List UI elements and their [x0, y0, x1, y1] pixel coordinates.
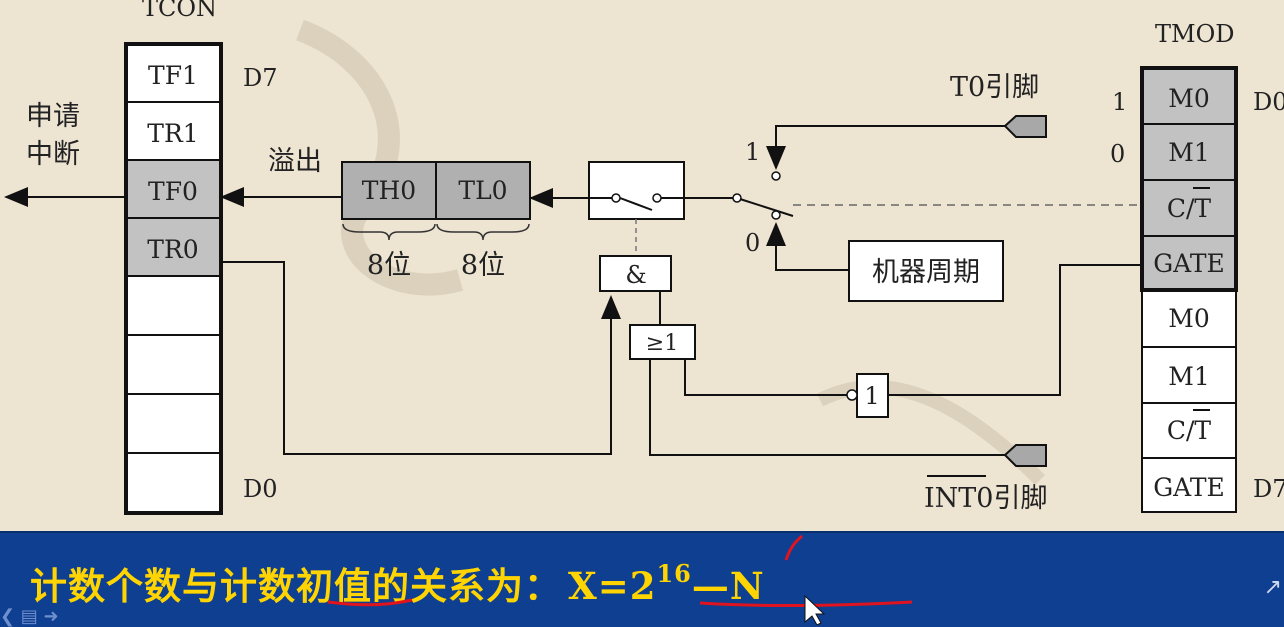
selector-blade: [739, 198, 794, 217]
tl0-bits: 8位: [461, 250, 505, 281]
tcon-label-tf1: TF1: [148, 61, 198, 90]
tl0-brace: [436, 223, 530, 241]
machine-cycle-box: [848, 240, 1004, 302]
tcon-title: TCON: [142, 0, 217, 22]
th0-brace: [342, 223, 436, 241]
tcon-d7-label: D7: [243, 64, 278, 92]
int0-pin-wire: [649, 359, 1005, 456]
tmod-label-m0: M0: [1168, 84, 1210, 113]
t0-pin-connector: [1003, 115, 1047, 138]
or-gate: [629, 324, 696, 360]
corner-glyph: ↗: [1263, 575, 1282, 600]
tmod-timer0-outline: [1140, 66, 1238, 292]
switch-contact-left: [611, 193, 621, 203]
tmod-title: TMOD: [1155, 20, 1235, 48]
tmod-cell-ct-low: [1141, 402, 1237, 459]
tmod-label-m1-low: M1: [1168, 362, 1210, 391]
or-gate-label: ≥1: [646, 331, 678, 356]
formula-text: 计数个数与计数初值的关系为：X=216—N: [30, 556, 765, 610]
tcon-d0-label: D0: [243, 475, 278, 503]
selector-label-0: 0: [745, 229, 760, 257]
tcon-cell-6: [125, 334, 222, 395]
selector-pivot: [732, 193, 742, 203]
switch-contact-right: [652, 193, 662, 203]
tmod-register: M0 M1 C/T GATE M0 M1 C/T GATE: [1140, 66, 1238, 513]
tr0-to-and-wire: [222, 261, 621, 455]
not-gate-bubble: [846, 389, 858, 401]
tmod-label-ct: C/T: [1167, 194, 1212, 223]
formula-rest: —N: [691, 564, 765, 608]
tmod-label-m0-low: M0: [1168, 304, 1210, 333]
tmod-cell-m0-high: [1141, 67, 1237, 125]
machine-cycle-wire: [766, 222, 849, 271]
formula-exponent: 16: [656, 558, 692, 588]
tmod-label-ct-low: C/T: [1167, 416, 1212, 445]
th0-bits: 8位: [367, 250, 411, 281]
tmod-m0-value: 1: [1112, 88, 1127, 116]
not-gate-label: 1: [864, 382, 879, 410]
tmod-label-gate: GATE: [1153, 249, 1225, 278]
tcon-label-tr1: TR1: [147, 119, 198, 148]
tcon-cell-tf1: [125, 43, 222, 103]
tmod-cell-gate-low: [1141, 457, 1237, 513]
tmod-label-gate-low: GATE: [1153, 473, 1225, 502]
overflow-label: 溢出: [268, 146, 322, 177]
gate-bit-wire: [888, 264, 1140, 396]
slide-nav-icons[interactable]: ❮ ▤ ➜: [0, 606, 59, 627]
selector-contact-1: [771, 171, 781, 181]
tl0-register: [435, 161, 531, 220]
tmod-cell-m0-low: [1141, 289, 1237, 348]
machine-cycle-label: 机器周期: [872, 257, 980, 288]
selector-contact-0: [771, 210, 781, 220]
not-to-or-wire: [684, 359, 847, 396]
switch-blade: [619, 197, 653, 211]
tmod-d0-label: D0: [1253, 88, 1284, 116]
tl0-label: TL0: [458, 176, 507, 205]
int0-pin-connector: [1003, 444, 1047, 467]
and-gate-label: &: [625, 261, 646, 289]
tcon-label-tr0: TR0: [147, 235, 198, 264]
tcon-register: TF1 TR1 TF0 TR0: [124, 42, 223, 515]
selector-label-1: 1: [745, 138, 760, 166]
formula-description: 计数个数与计数初值的关系为：: [30, 564, 562, 608]
interrupt-request-line2: 中断: [26, 139, 80, 170]
tcon-cell-8: [125, 452, 222, 514]
t0-pin-label: T0引脚: [950, 72, 1039, 103]
tmod-d7-label: D7: [1253, 475, 1284, 503]
tcon-cell-5: [125, 275, 222, 336]
tmod-cell-m1-low: [1141, 346, 1237, 404]
th0-label: TH0: [362, 176, 416, 205]
tmod-label-m1: M1: [1168, 138, 1210, 167]
formula-bar: [0, 531, 1284, 627]
th0-register: [341, 161, 437, 220]
tmod-m1-value: 0: [1110, 140, 1125, 168]
diagram-canvas: TCON TF1 TR1 TF0 TR0 D7 D0 申请 中断 溢出 TH0 …: [4, 0, 1284, 515]
control-switch-box: [588, 161, 685, 220]
tmod-cell-gate-high: [1141, 235, 1237, 291]
tcon-cell-7: [125, 393, 222, 454]
t0-pin-wire: [766, 125, 1005, 170]
and-gate: [599, 255, 672, 292]
interrupt-request-line1: 申请: [26, 101, 80, 132]
formula-x: X=2: [568, 564, 657, 608]
int0-pin-label: INT0引脚: [924, 483, 1047, 514]
tcon-outline: [124, 42, 223, 515]
tcon-label-tf0: TF0: [148, 177, 198, 206]
